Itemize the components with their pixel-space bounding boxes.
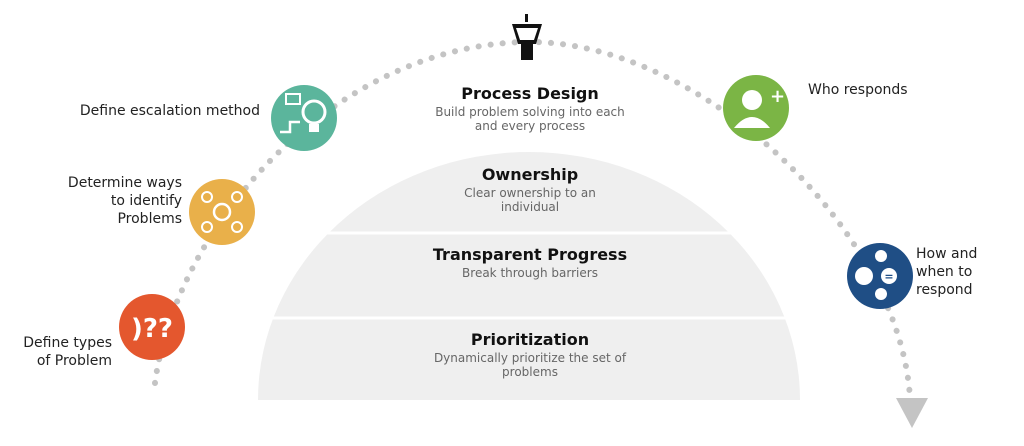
layer-ownership: Ownership Clear ownership to an individu…: [380, 165, 680, 213]
step-label-define-types: Define types of Problem: [23, 334, 112, 370]
svg-text:)??: )??: [131, 314, 173, 344]
label-line: when to: [916, 264, 973, 280]
layer-desc: and every process: [474, 119, 586, 133]
layer-desc: Break through barriers: [462, 266, 598, 280]
add-person-icon: +: [723, 75, 789, 141]
label-line: Define types: [23, 335, 112, 351]
label-line: respond: [916, 282, 973, 298]
label-line: Determine ways: [67, 175, 182, 191]
layer-process-design: Process Design Build problem solving int…: [380, 84, 680, 132]
layer-desc: Clear ownership to an: [464, 186, 596, 200]
label-line: of Problem: [36, 353, 112, 369]
arrow-down-icon: [896, 398, 928, 428]
layer-transparent-progress: Transparent Progress Break through barri…: [380, 245, 680, 279]
step-label-escalation: Define escalation method: [80, 102, 260, 120]
layer-desc: Build problem solving into each: [435, 105, 625, 119]
step-label-how-when: How and when to respond: [916, 245, 977, 299]
layer-desc: problems: [502, 365, 558, 379]
dome: [258, 152, 800, 400]
question-head-icon: )??: [119, 294, 185, 360]
label-line: to identify: [110, 193, 182, 209]
layer-prioritization: Prioritization Dynamically prioritize th…: [380, 330, 680, 378]
svg-text:+: +: [770, 86, 785, 107]
svg-text:=: =: [884, 270, 893, 283]
label-line: Define escalation method: [79, 103, 260, 119]
label-line: How and: [916, 246, 978, 262]
layer-desc: Dynamically prioritize the set of: [433, 351, 627, 365]
step-label-determine-ways: Determine ways to identify Problems: [68, 174, 182, 228]
person-question-icon: =: [847, 243, 913, 309]
lightbulb-network-icon: [189, 179, 255, 245]
layer-desc: individual: [500, 200, 560, 214]
step-label-who-responds: Who responds: [808, 81, 908, 99]
label-line: Problems: [117, 211, 182, 227]
layer-title: Prioritization: [470, 330, 590, 349]
lamp-icon: [512, 14, 542, 60]
escalation-lightbulb-icon: [271, 85, 337, 151]
label-line: Who responds: [808, 82, 908, 98]
layer-title: Transparent Progress: [432, 245, 628, 264]
layer-title: Ownership: [481, 165, 579, 184]
layer-title: Process Design: [461, 84, 599, 103]
